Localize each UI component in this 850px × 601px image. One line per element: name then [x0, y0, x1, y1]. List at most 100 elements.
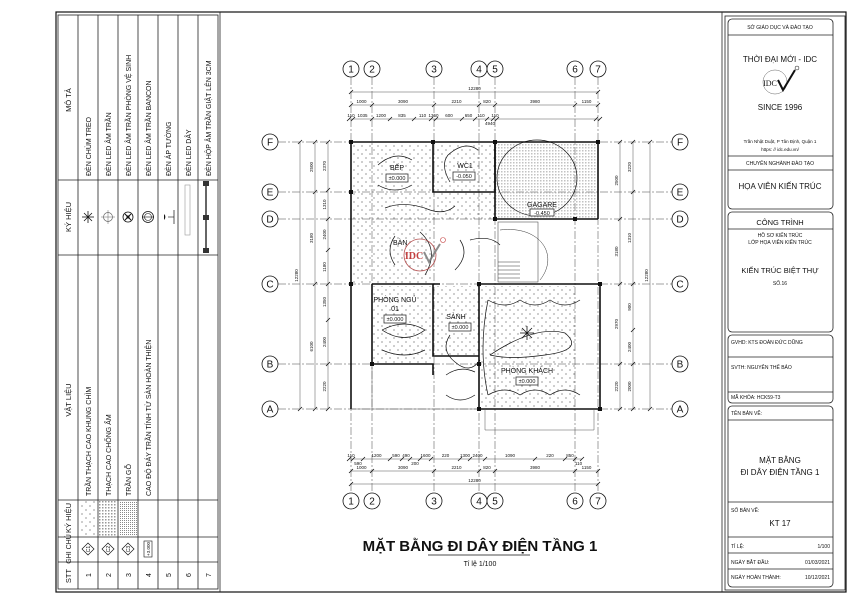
dimension-tick [411, 116, 417, 122]
box-light-icon [203, 181, 209, 253]
grid-label-D: D [266, 215, 273, 226]
dimension-tick [348, 468, 354, 474]
dimension-tick [431, 468, 437, 474]
dimension-label: 835 [398, 113, 406, 118]
dimension-label: 3980 [530, 99, 541, 104]
dimension-label: 110 [477, 113, 485, 118]
dimension-label: 2210 [451, 99, 462, 104]
address: Trần Nhật Duật, P Tân Định, Quận 1 [744, 139, 817, 144]
dimension-label: 2400 [472, 453, 483, 458]
grid-bubble [363, 60, 381, 78]
row-number: 5 [166, 573, 173, 577]
level-tag: +3.000 [143, 540, 153, 558]
grid-label-1: 1 [348, 65, 354, 76]
dimension-tick [428, 116, 434, 122]
ceiling-tag-label: C1 [86, 546, 92, 553]
dimension-label: 200 [411, 461, 419, 466]
grid-label-C: C [266, 280, 273, 291]
room-level: ±0.000 [389, 176, 406, 182]
dimension-label: 1090 [505, 453, 516, 458]
dimension-tick [562, 456, 568, 462]
dimension-label: 1310 [322, 199, 327, 210]
dimension-tick [325, 361, 331, 367]
ceiling-tag-c3: C3 [121, 542, 135, 556]
dimension-label: 1200 [371, 453, 382, 458]
dimension-tick [630, 189, 636, 195]
row-number: 3 [126, 573, 133, 577]
material-swatch [79, 501, 97, 536]
header-mo-ta: MÔ TẢ [64, 88, 73, 112]
material-description: TRẦN THẠCH CAO KHUNG CHÌM [83, 387, 93, 496]
grid-label-E: E [267, 188, 274, 199]
website-link[interactable]: https: // idc.edu.vn/ [761, 147, 800, 152]
project-label: CÔNG TRÌNH [756, 218, 803, 227]
project-number: SỐ.16 [773, 280, 787, 287]
dimension-tick [494, 116, 500, 122]
dimension-tick [399, 456, 405, 462]
grid-bubble [261, 355, 279, 373]
dimension-label: 490 [402, 453, 410, 458]
grid-label-A: A [677, 405, 684, 416]
project-sub1: HỒ SƠ KIẾN TRÚC [758, 232, 803, 239]
plan-title: MẶT BẰNG ĐI DÂY ĐIỆN TẦNG 1 [363, 537, 598, 555]
grid-label-E: E [677, 188, 684, 199]
dimension-tick [647, 139, 653, 145]
dimension-label: 590 [392, 453, 400, 458]
grid-bubble [589, 492, 607, 510]
dimension-tick [595, 481, 601, 487]
room-name: SẢNH [446, 312, 465, 321]
grid-label-B: B [267, 360, 274, 371]
light-description: ĐÈN ÁP TƯỜNG [164, 121, 173, 176]
logo-text: IDC [763, 79, 777, 88]
dimension-tick [476, 468, 482, 474]
dimension-tick [630, 406, 636, 412]
dimension-label: 110 [347, 453, 355, 458]
room-name: PHÒNG NGỦ [373, 295, 416, 304]
legend-row-2: ĐÈN LED ÂM TRẦN THẠCH CAO CHỐNG ẨM C2 2 [99, 112, 117, 577]
dimension-label: 3980 [530, 465, 541, 470]
light-description: ĐÈN LED ÂM TRẦN [103, 112, 113, 176]
grid-bubble [671, 400, 689, 418]
dimension-tick [325, 187, 331, 193]
dimension-label: 2970 [614, 318, 619, 329]
scale-value: 1/100 [817, 544, 830, 550]
dimension-label: 12280 [644, 269, 649, 282]
grid-bubble [425, 60, 443, 78]
room-name: PHÒNG KHÁCH [501, 366, 553, 375]
dimension-label: 1200 [376, 113, 387, 118]
wall-lamp-icon [164, 210, 175, 224]
project-name: KIẾN TRÚC BIỆT THỰ [741, 265, 819, 275]
since-year: SINCE 1996 [758, 103, 803, 112]
light-description: ĐÈN LED ÂM TRẦN BANCON [143, 80, 153, 176]
dimension-label: 1000 [356, 465, 367, 470]
dimension-label: 110 [419, 113, 427, 118]
dimension-tick [387, 116, 393, 122]
sheet-number-label: SỐ BẢN VẼ: [731, 507, 759, 514]
dimension-tick [325, 317, 331, 323]
dimension-tick [325, 139, 331, 145]
dimension-label: 1000 [356, 99, 367, 104]
dimension-tick [617, 216, 623, 222]
dimension-label: 3180 [614, 246, 619, 257]
dimension-tick [630, 281, 636, 287]
grid-bubble [486, 492, 504, 510]
legend-table: MÔ TẢ KÝ HIỆU VẬT LIỆU KÝ HIỆU GHI CHÚ S… [57, 14, 219, 590]
major-label: CHUYÊN NGHÀNH ĐÀO TẠO [746, 159, 814, 167]
dimension-tick [630, 327, 636, 333]
grid-bubble [671, 275, 689, 293]
dimension-label: 1300 [460, 453, 471, 458]
dimension-tick [597, 116, 603, 122]
dimension-label: 820 [483, 465, 491, 470]
grid-bubble [261, 183, 279, 201]
dimension-tick [346, 456, 352, 462]
dimension-tick [350, 116, 356, 122]
dimension-tick [312, 139, 318, 145]
grid-bubble [671, 133, 689, 151]
grid-bubble [671, 210, 689, 228]
dimension-tick [492, 102, 498, 108]
row-number: 4 [146, 573, 153, 577]
dimension-label: 220 [546, 453, 554, 458]
dimension-label: 110 [347, 113, 355, 118]
